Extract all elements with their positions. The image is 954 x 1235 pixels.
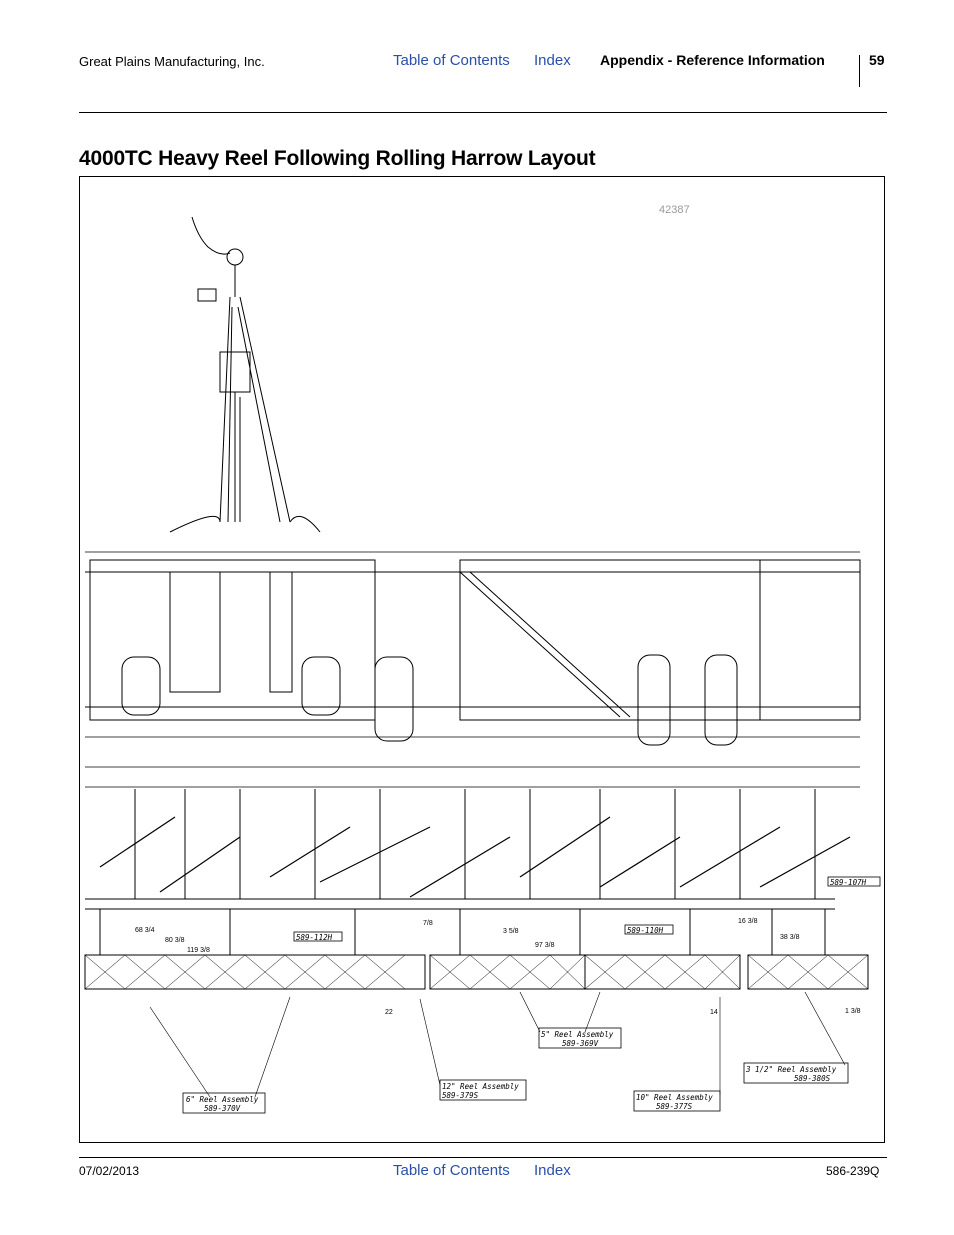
harrow-rows <box>85 551 860 788</box>
layout-drawing: 42387 <box>79 176 885 1143</box>
footer-table-of-contents-link[interactable]: Table of Contents <box>393 1162 510 1179</box>
dim-68: 68 3/4 <box>135 927 155 934</box>
part-label-589-110h: 589-110H <box>627 926 664 935</box>
dim-97: 97 3/8 <box>535 942 555 949</box>
dim-119: 119 3/8 <box>187 947 210 954</box>
dim-80: 80 3/8 <box>165 937 185 944</box>
leader-lines <box>149 991 846 1098</box>
drawing-svg: 589-112H 589-110H 589-107H 6" Reel Assem… <box>84 216 881 1114</box>
callout-10in-part: 589-377S <box>656 1102 693 1111</box>
page-number: 59 <box>869 52 885 68</box>
reel-arms <box>85 789 835 910</box>
footer-date: 07/02/2013 <box>79 1164 140 1178</box>
header-divider <box>859 55 860 87</box>
callout-10in-size: 10" Reel Assembly <box>636 1093 713 1102</box>
callout-6in-part: 589-370V <box>204 1104 241 1113</box>
dim-16: 16 3/8 <box>738 918 758 925</box>
footer-rule <box>79 1157 887 1158</box>
part-label-589-107h: 589-107H <box>830 878 867 887</box>
company-name: Great Plains Manufacturing, Inc. <box>79 54 265 69</box>
callout-5in-part: 589-369V <box>562 1039 599 1048</box>
table-of-contents-link[interactable]: Table of Contents <box>393 52 510 69</box>
page-title: 4000TC Heavy Reel Following Rolling Harr… <box>79 147 596 170</box>
dim-3-5-8: 3 5/8 <box>503 928 519 935</box>
header-rule <box>79 112 887 113</box>
callout-12in-size: 12" Reel Assembly <box>442 1082 519 1091</box>
dim-38: 38 3/8 <box>780 934 800 941</box>
callout-12in-part: 589-379S <box>442 1091 479 1100</box>
index-link[interactable]: Index <box>534 52 571 69</box>
section-title: Appendix - Reference Information <box>600 52 825 68</box>
figure-number: 42387 <box>659 204 690 216</box>
dim-14: 14 <box>710 1009 718 1016</box>
hitch-tongue <box>169 216 321 533</box>
callout-3-5in-size: 3 1/2" Reel Assembly <box>745 1065 837 1074</box>
dim-1-3-8: 1 3/8 <box>845 1008 861 1015</box>
callout-5in-size: 5" Reel Assembly <box>541 1030 614 1039</box>
reel-tine-bars <box>99 816 851 898</box>
part-label-589-112h: 589-112H <box>296 933 333 942</box>
dim-7-8: 7/8 <box>423 920 433 927</box>
rolling-reels <box>84 909 869 990</box>
wheels <box>121 654 738 746</box>
document-number: 586-239Q <box>826 1164 880 1178</box>
main-frame <box>85 559 861 721</box>
footer-index-link[interactable]: Index <box>534 1162 571 1179</box>
callout-3-5in-part: 589-380S <box>794 1074 831 1083</box>
callout-6in-size: 6" Reel Assembly <box>186 1095 259 1104</box>
callout-boxes <box>182 876 881 1114</box>
dim-22: 22 <box>385 1009 393 1016</box>
